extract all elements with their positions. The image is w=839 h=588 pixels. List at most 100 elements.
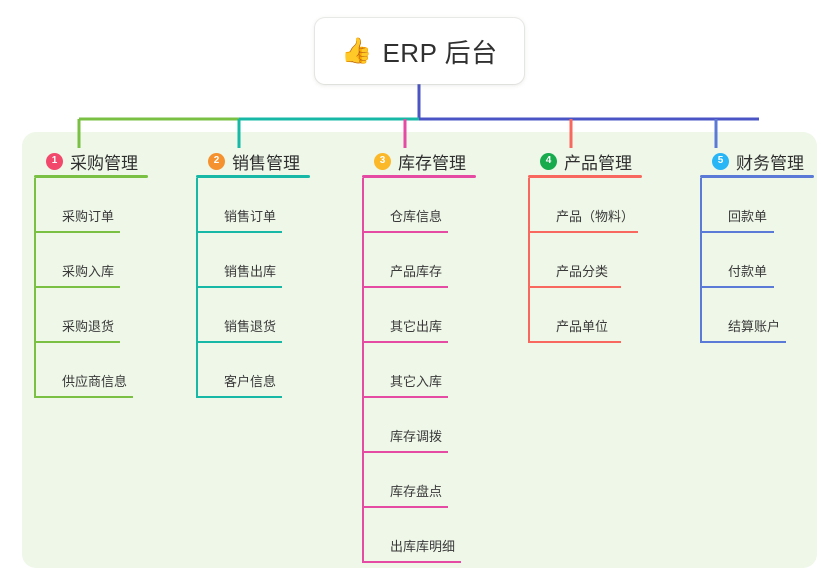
- leaf-underline: [528, 341, 621, 343]
- leaf-underline: [196, 396, 282, 398]
- diagram-panel: [22, 132, 817, 568]
- branch-header-4[interactable]: 4 产品管理: [528, 144, 654, 178]
- leaf-underline: [34, 396, 133, 398]
- leaf-connector: [34, 288, 36, 343]
- leaf-item[interactable]: 采购退货: [34, 288, 160, 343]
- leaf-underline: [528, 286, 621, 288]
- leaf-label: 销售出库: [224, 264, 277, 279]
- leaf-item[interactable]: 库存盘点: [362, 453, 488, 508]
- leaf-item[interactable]: 产品（物料）: [528, 178, 654, 233]
- leaf-label: 产品库存: [390, 264, 443, 279]
- leaf-underline: [700, 341, 786, 343]
- leaf-underline: [362, 506, 448, 508]
- leaf-connector: [362, 178, 364, 233]
- leaf-connector: [34, 343, 36, 398]
- leaf-item[interactable]: 采购订单: [34, 178, 160, 233]
- leaf-underline: [34, 231, 120, 233]
- branch-badge-icon: 4: [540, 152, 557, 170]
- leaf-label: 回款单: [728, 209, 768, 224]
- leaf-underline: [700, 231, 774, 233]
- leaf-item[interactable]: 采购入库: [34, 233, 160, 288]
- leaf-connector: [700, 233, 702, 288]
- branch-header-2[interactable]: 2 销售管理: [196, 144, 322, 178]
- leaf-connector: [362, 233, 364, 288]
- leaf-connector: [196, 233, 198, 288]
- leaf-label: 销售退货: [224, 319, 277, 334]
- thumbs-up-icon: 👍: [341, 36, 373, 65]
- leaf-connector: [196, 343, 198, 398]
- leaf-list: 回款单付款单结算账户: [700, 178, 826, 343]
- leaf-underline: [362, 286, 448, 288]
- leaf-label: 库存盘点: [390, 484, 443, 499]
- branch-badge-icon: 3: [374, 152, 391, 170]
- branch-header-5[interactable]: 5 财务管理: [700, 144, 826, 178]
- leaf-underline: [362, 561, 461, 563]
- leaf-underline: [362, 341, 448, 343]
- leaf-connector: [34, 178, 36, 233]
- leaf-connector: [362, 343, 364, 398]
- branch-underline: [700, 175, 814, 178]
- leaf-item[interactable]: 库存调拨: [362, 398, 488, 453]
- leaf-item[interactable]: 仓库信息: [362, 178, 488, 233]
- leaf-item[interactable]: 回款单: [700, 178, 826, 233]
- leaf-connector: [362, 288, 364, 343]
- leaf-item[interactable]: 其它入库: [362, 343, 488, 398]
- branch-badge-icon: 5: [712, 152, 729, 170]
- branch-badge-icon: 2: [208, 152, 225, 170]
- leaf-label: 采购入库: [62, 264, 115, 279]
- leaf-item[interactable]: 销售出库: [196, 233, 322, 288]
- branch-underline: [34, 175, 148, 178]
- leaf-underline: [362, 396, 448, 398]
- leaf-label: 产品分类: [556, 264, 609, 279]
- leaf-connector: [362, 453, 364, 508]
- leaf-list: 产品（物料） 产品分类产品单位: [528, 178, 654, 343]
- leaf-item[interactable]: 供应商信息: [34, 343, 160, 398]
- branch-underline: [528, 175, 642, 178]
- leaf-label: 结算账户: [728, 319, 781, 334]
- leaf-underline: [528, 231, 638, 233]
- leaf-connector: [528, 288, 530, 343]
- leaf-list: 销售订单销售出库销售退货客户信息: [196, 178, 322, 398]
- leaf-underline: [196, 286, 282, 288]
- leaf-item[interactable]: 付款单: [700, 233, 826, 288]
- leaf-list: 仓库信息产品库存其它出库其它入库库存调拨库存盘点出库库明细: [362, 178, 488, 563]
- leaf-connector: [362, 398, 364, 453]
- leaf-item[interactable]: 销售订单: [196, 178, 322, 233]
- leaf-label: 客户信息: [224, 374, 277, 389]
- leaf-label: 其它出库: [390, 319, 443, 334]
- leaf-item[interactable]: 结算账户: [700, 288, 826, 343]
- branch-label: 产品管理: [564, 153, 632, 173]
- leaf-connector: [362, 508, 364, 563]
- leaf-item[interactable]: 客户信息: [196, 343, 322, 398]
- leaf-label: 库存调拨: [390, 429, 443, 444]
- branch-column-5: 5 财务管理回款单付款单结算账户: [700, 144, 826, 343]
- leaf-item[interactable]: 产品分类: [528, 233, 654, 288]
- branch-label: 财务管理: [736, 153, 804, 173]
- leaf-label: 产品单位: [556, 319, 609, 334]
- leaf-label: 其它入库: [390, 374, 443, 389]
- leaf-item[interactable]: 产品库存: [362, 233, 488, 288]
- leaf-item[interactable]: 产品单位: [528, 288, 654, 343]
- leaf-item[interactable]: 销售退货: [196, 288, 322, 343]
- leaf-label: 采购订单: [62, 209, 115, 224]
- leaf-underline: [700, 286, 774, 288]
- leaf-label: 采购退货: [62, 319, 115, 334]
- branch-label: 销售管理: [232, 153, 300, 173]
- leaf-connector: [528, 178, 530, 233]
- leaf-label: 出库库明细: [390, 539, 456, 554]
- branch-underline: [362, 175, 476, 178]
- root-node[interactable]: 👍 ERP 后台: [315, 18, 524, 84]
- leaf-item[interactable]: 出库库明细: [362, 508, 488, 563]
- leaf-connector: [34, 233, 36, 288]
- leaf-list: 采购订单采购入库采购退货供应商信息: [34, 178, 160, 398]
- leaf-underline: [362, 231, 448, 233]
- leaf-underline: [196, 231, 282, 233]
- leaf-item[interactable]: 其它出库: [362, 288, 488, 343]
- leaf-label: 销售订单: [224, 209, 277, 224]
- leaf-connector: [528, 233, 530, 288]
